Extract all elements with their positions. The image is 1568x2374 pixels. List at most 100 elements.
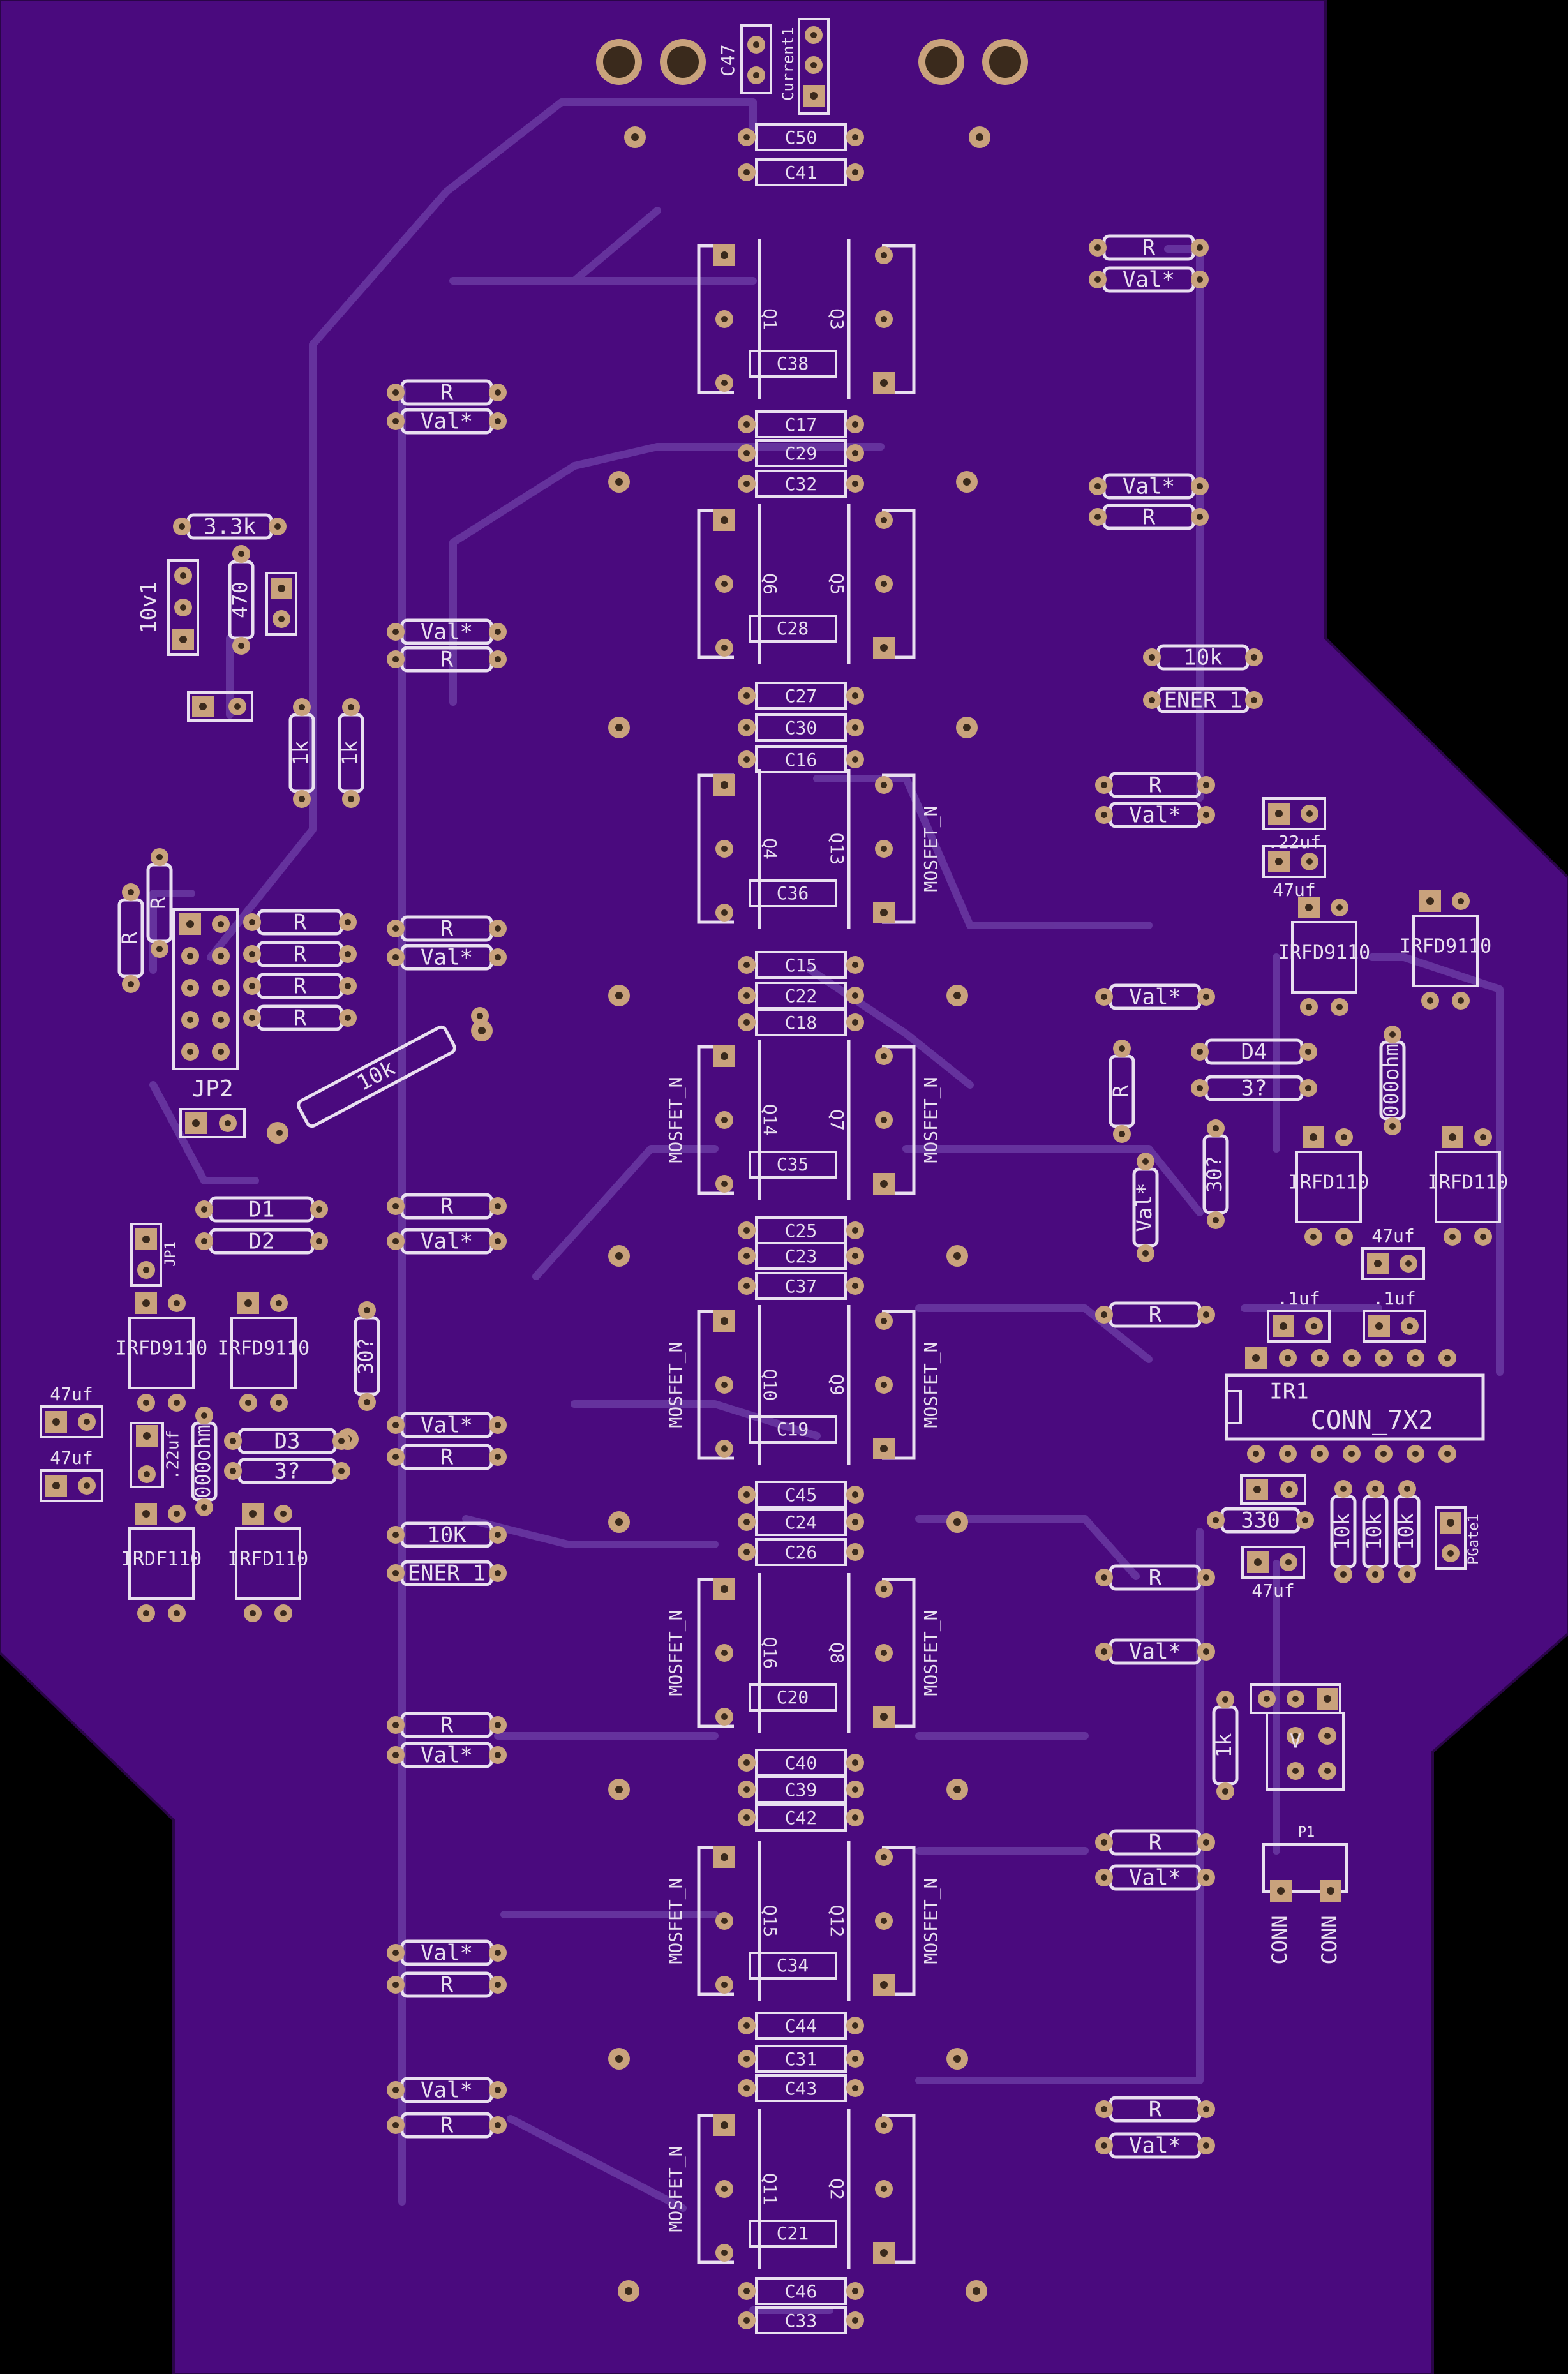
pad <box>738 1486 756 1504</box>
pad <box>179 913 201 935</box>
cap-47uf-label: 47uf <box>1251 1580 1294 1601</box>
pad <box>138 1465 156 1483</box>
pad <box>387 1416 405 1434</box>
pad <box>846 475 864 493</box>
pad <box>1335 1228 1353 1246</box>
pad <box>1311 1349 1329 1367</box>
regulator-10v1: 10v1 <box>137 559 199 656</box>
vertical-resistor-label: Val* <box>1132 1183 1156 1232</box>
right-resistor: R <box>1095 2096 1215 2123</box>
pad <box>174 567 192 585</box>
pad <box>1095 2137 1113 2154</box>
pad <box>1398 1565 1416 1583</box>
via <box>608 1245 630 1267</box>
pad <box>212 915 230 933</box>
left-resistor: R <box>387 2112 507 2139</box>
capacitor-label: C41 <box>785 162 818 183</box>
pad <box>387 1944 405 1962</box>
pad <box>1197 988 1215 1006</box>
transistor-label: Q3 <box>826 308 847 330</box>
left-resistor-label: Val* <box>421 1229 473 1255</box>
pad <box>738 2282 756 2300</box>
right-resistor-label: Val* <box>1123 267 1175 293</box>
pad <box>387 623 405 641</box>
right-resistor-label: R <box>1149 1303 1162 1328</box>
right-resistor: R <box>1095 772 1215 798</box>
pad <box>1197 2100 1215 2118</box>
right-resistor: Val* <box>1095 983 1215 1010</box>
pad <box>1398 1480 1416 1498</box>
pad <box>1442 1544 1460 1562</box>
pad <box>1270 1880 1292 1902</box>
vertical-resistor-label: 30? <box>354 1338 378 1375</box>
pad <box>274 1505 292 1523</box>
pad <box>1318 1762 1336 1780</box>
pad <box>1279 1445 1297 1463</box>
resistor-10k-label: 10K <box>427 1523 467 1548</box>
pad <box>715 1976 733 1994</box>
pad <box>1331 899 1348 916</box>
pad <box>136 1425 158 1447</box>
cap-47uf: 47uf <box>40 1447 103 1502</box>
pad <box>1089 239 1107 257</box>
right-resistor-label: R <box>1149 1830 1162 1856</box>
pad <box>1367 1253 1389 1274</box>
left-resistor-label: Val* <box>421 1743 473 1768</box>
pad <box>873 1706 895 1728</box>
mosfet-label: MOSFET_N <box>920 1878 942 1964</box>
pad <box>195 1232 213 1250</box>
pad <box>1300 998 1318 1016</box>
pad <box>1197 1569 1215 1586</box>
left-resistor-label: Val* <box>421 945 473 971</box>
pad <box>713 509 735 531</box>
pad <box>181 947 199 965</box>
transistor-label: Q10 <box>759 1369 780 1401</box>
diode-d2-label: D2 <box>249 1229 275 1255</box>
capacitor-c16: C16 <box>738 745 864 773</box>
pad <box>1095 776 1113 794</box>
pad <box>875 1047 893 1065</box>
pad <box>1303 1126 1324 1148</box>
right-resistor: R <box>1089 234 1209 261</box>
pad <box>1375 1349 1393 1367</box>
connector-current1 <box>798 18 830 115</box>
capacitor-label: C42 <box>785 1807 818 1828</box>
resistor-1k: 1k <box>338 698 364 808</box>
conn-label: CONN <box>1317 1915 1341 1964</box>
via <box>956 717 978 738</box>
pad <box>875 1312 893 1330</box>
pad <box>1419 890 1441 912</box>
left-resistor: R <box>387 646 507 673</box>
pad <box>174 599 192 616</box>
capacitor-c25: C25 <box>738 1216 864 1244</box>
pad <box>1191 477 1209 495</box>
pad <box>489 1564 507 1582</box>
mosfet-irfd9110: IRFD9110 <box>1400 890 1491 1010</box>
pad <box>715 2244 733 2262</box>
pad <box>137 1261 155 1279</box>
pad <box>1191 271 1209 288</box>
via <box>618 2280 639 2302</box>
resistor-10k: 10K <box>387 1521 507 1548</box>
transistor-label: Q4 <box>759 838 780 860</box>
via <box>608 717 630 738</box>
cap-label: .22uf <box>164 1430 183 1480</box>
via <box>966 2280 987 2302</box>
left-resistor-label: Val* <box>421 409 473 435</box>
pad <box>1191 508 1209 526</box>
resistor-3-label: 3? <box>274 1459 301 1484</box>
left-resistor: Val* <box>387 408 507 435</box>
resistor-ohm: 000ohm <box>1379 1026 1406 1135</box>
vertical-resistor: R <box>117 883 144 993</box>
zener-diode-label: ENER_1 <box>408 1561 486 1586</box>
pad <box>1366 1565 1384 1583</box>
pad <box>489 384 507 401</box>
resistor-3: 3? <box>224 1458 350 1484</box>
pad <box>713 1578 735 1600</box>
zener-diode: ENER_1 <box>387 1560 507 1586</box>
right-resistor: Val* <box>1089 266 1209 293</box>
regulator-label: 10v1 <box>137 581 162 634</box>
pad <box>339 945 357 963</box>
